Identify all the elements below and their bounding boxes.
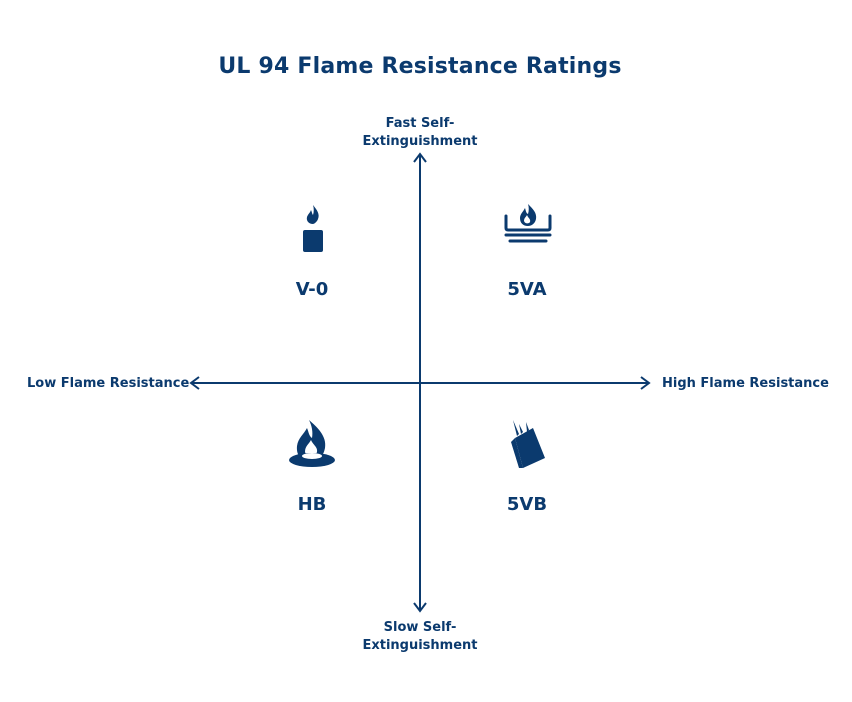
top-axis-label-line1: Fast Self- bbox=[385, 116, 455, 131]
campfire-flame-icon bbox=[289, 420, 335, 467]
top-arrowhead bbox=[413, 152, 427, 163]
right-axis-label: High Flame Resistance bbox=[662, 376, 829, 391]
bottom-axis-label-line1: Slow Self- bbox=[383, 620, 457, 635]
bottom-axis-label: Slow Self- Extinguishment bbox=[340, 619, 500, 655]
flame-burner-icon bbox=[504, 204, 552, 243]
quadrant-label-hb: HB bbox=[297, 494, 327, 515]
right-arrowhead bbox=[640, 376, 651, 390]
burning-panel-icon bbox=[511, 420, 545, 468]
candle-flame-icon bbox=[303, 205, 323, 252]
bottom-axis-label-line2: Extinguishment bbox=[362, 638, 478, 653]
top-axis-label: Fast Self- Extinguishment bbox=[340, 115, 500, 151]
left-axis-label: Low Flame Resistance bbox=[27, 376, 190, 391]
left-arrowhead bbox=[189, 376, 200, 390]
diagram-title: UL 94 Flame Resistance Ratings bbox=[218, 54, 622, 79]
quadrant-label-5vb: 5VB bbox=[506, 494, 548, 515]
quadrant-label-5va: 5VA bbox=[507, 279, 547, 300]
quadrant-label-v0: V-0 bbox=[295, 279, 329, 300]
top-axis-label-line2: Extinguishment bbox=[362, 134, 478, 149]
bottom-arrowhead bbox=[413, 602, 427, 613]
